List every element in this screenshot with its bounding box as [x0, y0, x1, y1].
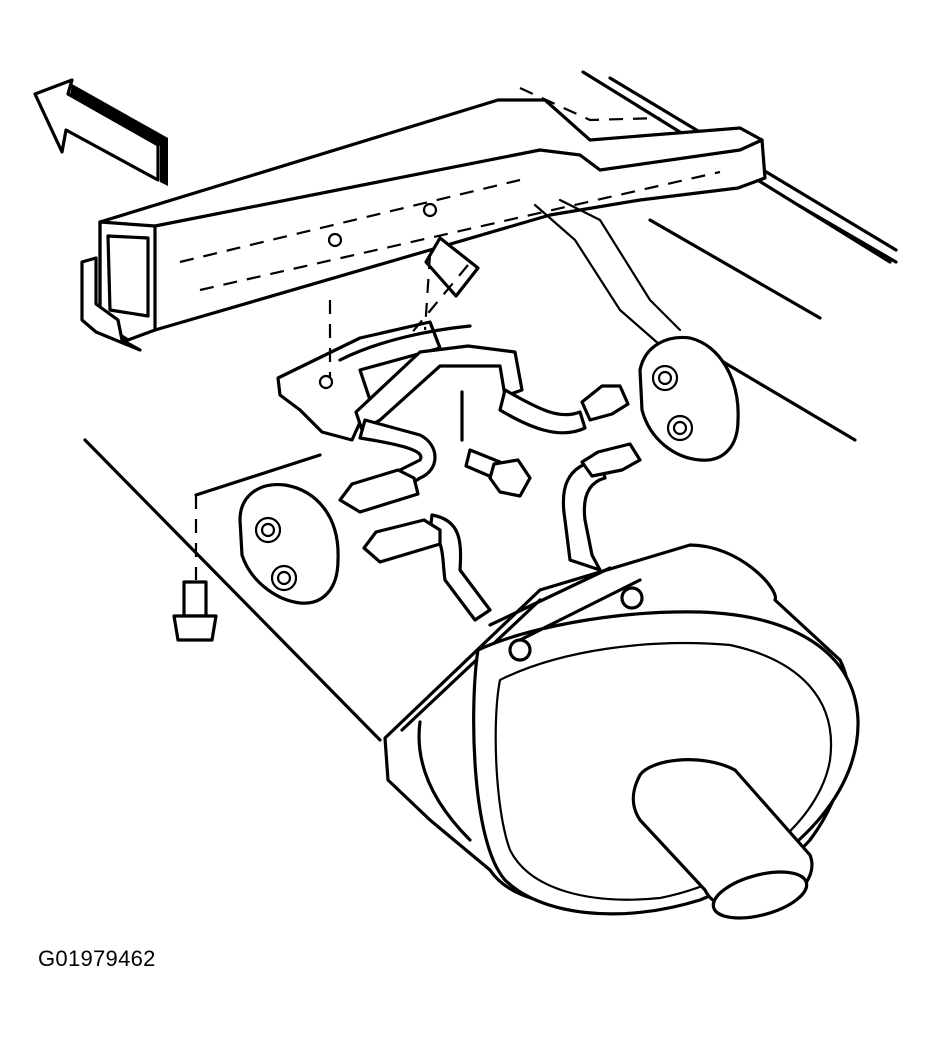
figure-id-label: G01979462	[38, 946, 156, 971]
rubber-insulator-right	[638, 335, 740, 462]
hanger-rods	[358, 388, 607, 622]
insulator-bolt	[172, 453, 322, 642]
frame-crossmember	[80, 98, 767, 352]
hanger-pins	[338, 384, 642, 564]
rubber-insulator-left	[238, 482, 340, 605]
tailpipe	[631, 758, 814, 920]
front-direction-arrow-icon	[33, 78, 168, 186]
bracket-bolt	[460, 390, 532, 498]
